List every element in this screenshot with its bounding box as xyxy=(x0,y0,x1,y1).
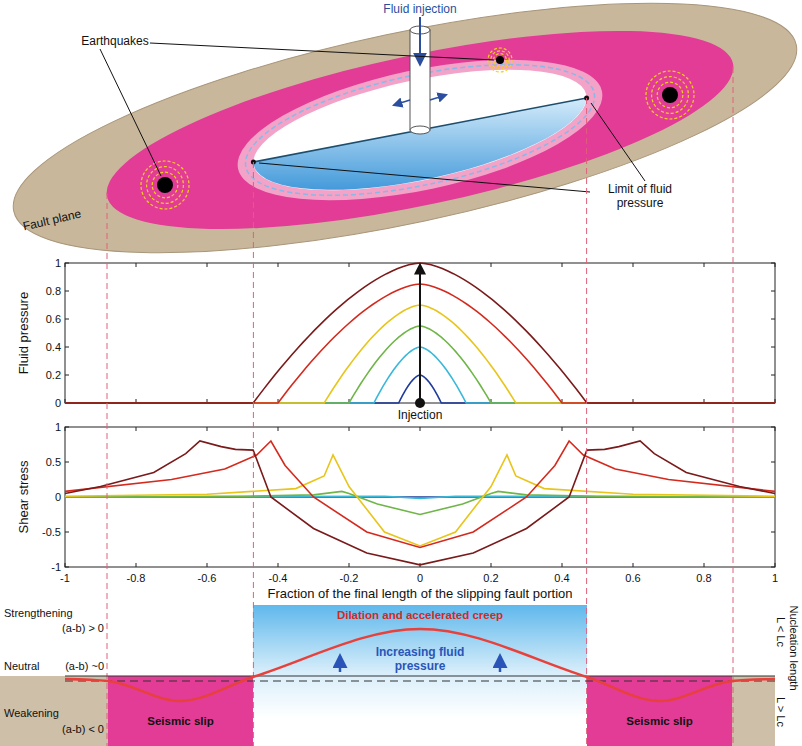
regime-label: (a-b) < 0 xyxy=(62,722,104,736)
axis-title: Fluid pressure xyxy=(17,292,31,374)
zone-boundary xyxy=(107,193,108,746)
stress-curve xyxy=(65,441,775,565)
axis-title: Fraction of the final length of the slip… xyxy=(266,587,575,601)
zone-title: Seismic slip xyxy=(587,714,732,728)
outflow-arrow xyxy=(394,100,410,105)
tick-label: 0.4 xyxy=(553,571,570,585)
seismic-zone xyxy=(91,0,748,270)
regime-label: Neutral xyxy=(4,659,39,673)
tick-label: 0 xyxy=(55,396,61,410)
pressure-chart-frame xyxy=(65,263,775,403)
tick-label: -1 xyxy=(59,571,71,585)
tick-label: 0.6 xyxy=(46,312,61,326)
zone-title: Seismic slip xyxy=(108,714,253,728)
tick-label: 0.2 xyxy=(482,571,499,585)
regime-label: (a-b) > 0 xyxy=(62,621,104,635)
zone-note: Increasing fluid pressure xyxy=(365,645,475,673)
dilation-zone: Dilation and accelerated creepIncreasing… xyxy=(253,605,587,746)
tick-label: 0.8 xyxy=(46,284,61,298)
seismic-slip-zone: Seismic slip xyxy=(108,676,253,746)
tick-label: 0.2 xyxy=(46,368,61,382)
tick-label: 0.6 xyxy=(624,571,641,585)
tick-label: -0.4 xyxy=(268,571,289,585)
regime-label: (a-b) ~0 xyxy=(65,659,104,673)
callout-label: Limit of fluid pressure xyxy=(590,182,690,210)
tick-label: -0.2 xyxy=(339,571,360,585)
limit-point xyxy=(584,96,589,101)
stress-curve xyxy=(65,441,775,547)
axis-title: Shear stress xyxy=(17,461,31,534)
leader-line xyxy=(100,49,161,176)
tick-label: -0.5 xyxy=(42,525,61,539)
velocity-neutral-zone xyxy=(732,676,775,746)
leader-line xyxy=(591,103,645,181)
stress-curve xyxy=(65,455,775,546)
tick-label: 1 xyxy=(55,420,61,434)
seismic-slip-zone: Seismic slip xyxy=(587,676,732,746)
tick-label: -0.8 xyxy=(126,571,147,585)
tick-label: 1 xyxy=(55,256,61,270)
limit-point xyxy=(251,160,256,165)
stress-chart-frame xyxy=(65,427,775,567)
injection-arrow xyxy=(419,17,421,64)
leader-line xyxy=(150,43,494,60)
earthquake xyxy=(141,161,189,209)
tick-label: -0.6 xyxy=(197,571,218,585)
side-label: L < Lc xyxy=(774,617,788,647)
earthquake xyxy=(646,71,694,119)
side-label: Nucleation length xyxy=(787,605,801,690)
velocity-neutral-zone xyxy=(0,676,108,746)
tick-label: 0 xyxy=(416,571,424,585)
leader-line xyxy=(259,163,590,192)
injection-label: Fluid injection xyxy=(383,2,456,16)
tick-label: 0.5 xyxy=(46,455,61,469)
tick-label: 1 xyxy=(771,571,779,585)
regime-label: Strengthening xyxy=(4,606,73,620)
regime-label: Weakening xyxy=(4,706,59,720)
tick-label: 0.4 xyxy=(46,340,61,354)
point-label: Injection xyxy=(398,408,443,422)
tick-label: 0 xyxy=(55,490,61,504)
fault-plane xyxy=(0,0,802,304)
side-label: L > Lc xyxy=(774,697,788,727)
injection-arrow xyxy=(419,265,421,403)
injection-point xyxy=(415,398,425,408)
zone-boundary xyxy=(733,67,734,746)
pressure-curve xyxy=(65,263,775,403)
zone-title: Dilation and accelerated creep xyxy=(253,608,587,622)
outflow-arrow xyxy=(430,95,446,100)
tick-label: 0.8 xyxy=(695,571,712,585)
callout-label: Earthquakes xyxy=(81,34,148,48)
